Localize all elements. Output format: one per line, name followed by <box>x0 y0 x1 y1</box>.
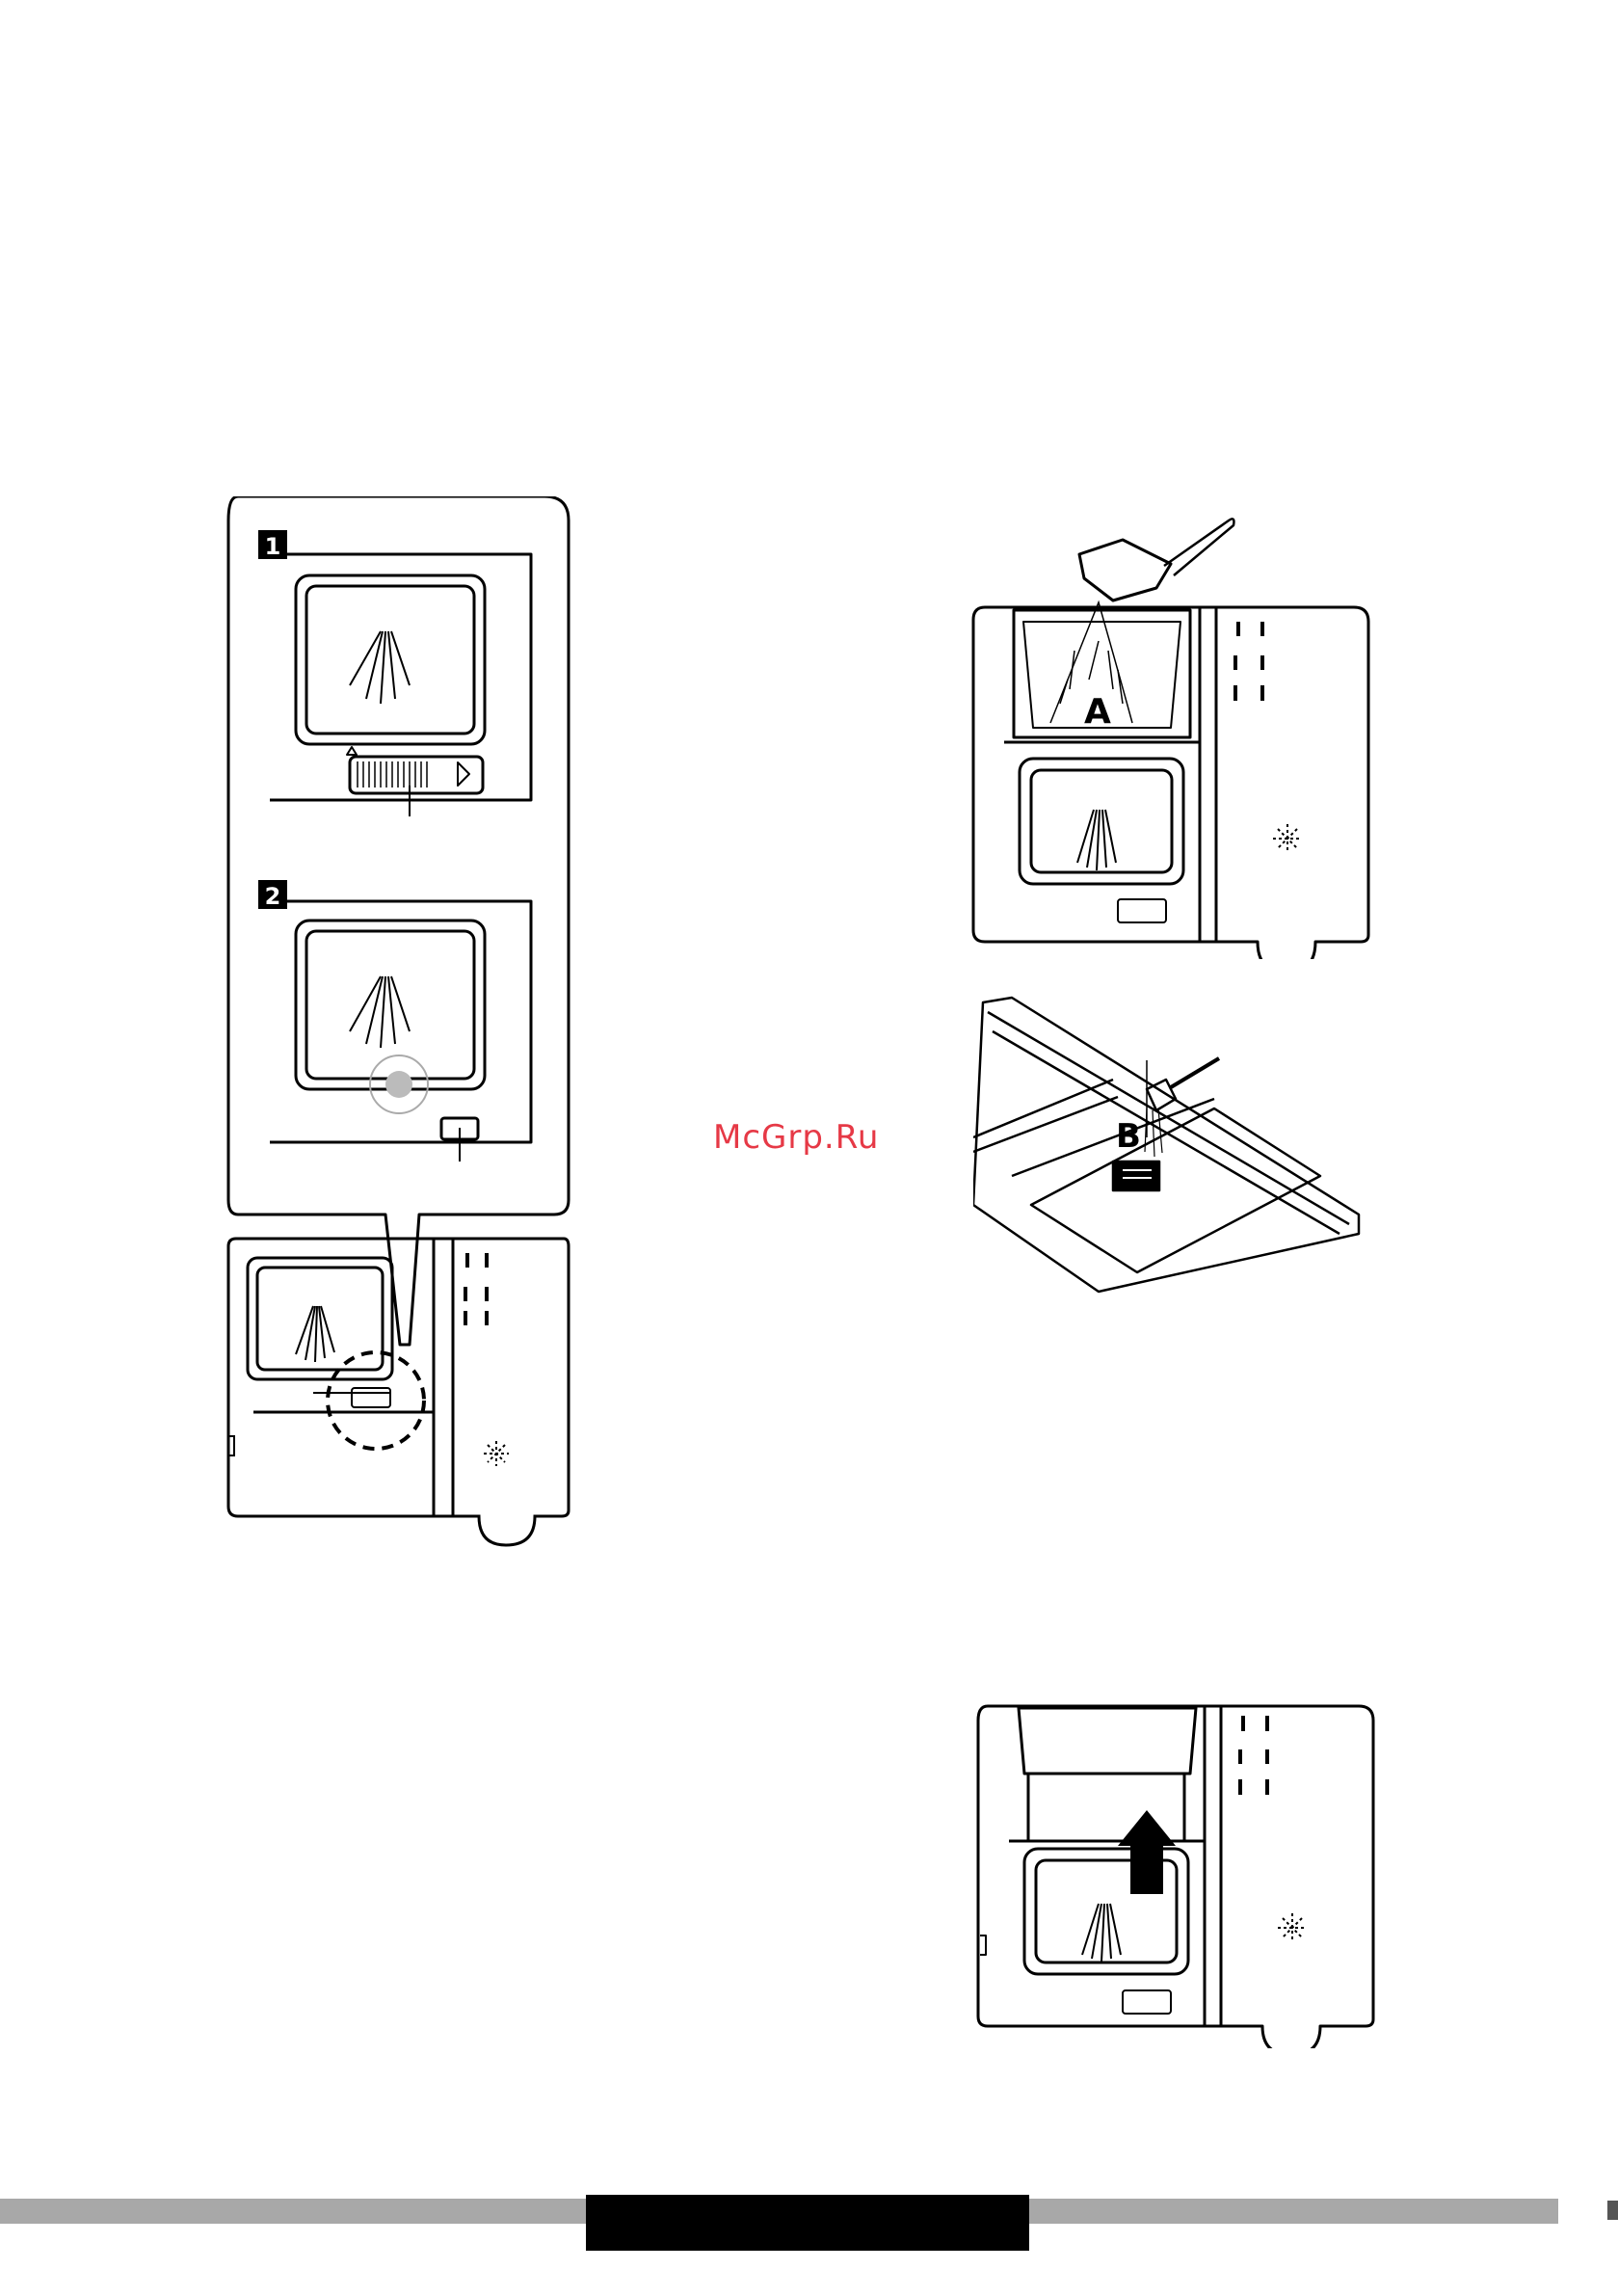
step-2-number: 2 <box>265 883 281 910</box>
detergent-loading-figure-a: A <box>964 496 1378 959</box>
watermark-text: McGrp.Ru <box>713 1118 879 1157</box>
label-b: B <box>1116 1117 1141 1156</box>
footer-edge-mark <box>1607 2201 1618 2220</box>
label-a: A <box>1084 692 1111 732</box>
footer-black-block <box>586 2195 1029 2251</box>
close-lid-figure <box>968 1696 1383 2048</box>
dispenser-button-icon <box>385 1071 412 1098</box>
arrow-up-icon <box>1118 1810 1176 1894</box>
step-1-number: 1 <box>265 533 281 560</box>
detergent-loading-figure-b: B <box>973 983 1378 1311</box>
rinse-aid-dispenser-figure: 1 2 <box>217 496 583 1557</box>
